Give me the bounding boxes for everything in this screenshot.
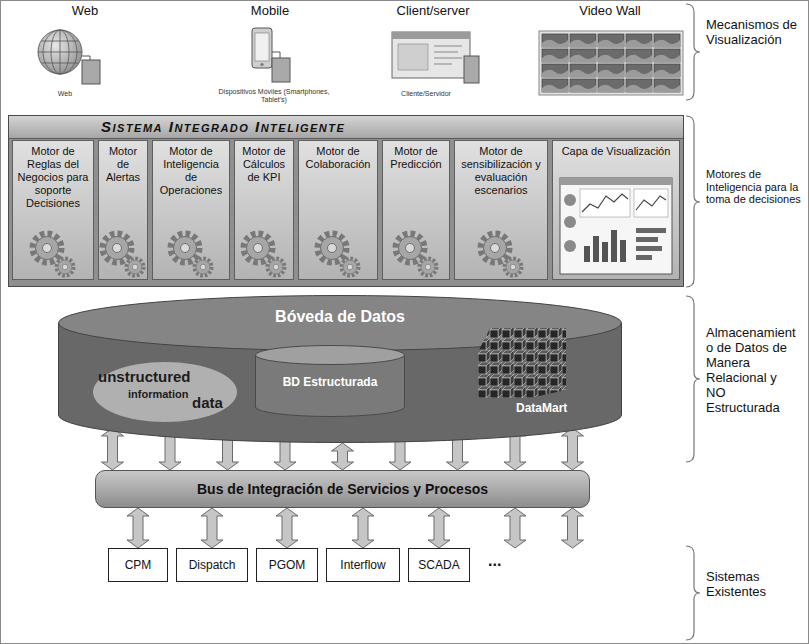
icon-caption: Cliente/Servidor (386, 90, 466, 98)
node-text: Motor de Inteligencia de Operaciones (153, 141, 229, 197)
channel-heading: Mobile (225, 4, 315, 19)
service-bus: Bus de Integración de Servicios y Proces… (95, 470, 590, 508)
system-box: SCADA (408, 548, 470, 582)
system-box: CPM (108, 548, 168, 582)
engine-box: Motor de Colaboración (298, 140, 378, 280)
word-cloud-word: data (192, 394, 223, 411)
node-text: Motor de Cálculos de KPI (235, 141, 293, 184)
icon-caption: Web (40, 90, 90, 98)
engine-box: Motor de Cálculos de KPI (234, 140, 294, 280)
client-server-icon (392, 32, 479, 83)
engine-box: Motor de sensibilización y evaluación es… (454, 140, 548, 280)
word-cloud-word: information (128, 388, 189, 401)
layer-note: Sistemas Existentes (706, 570, 798, 600)
system-box: Dispatch (176, 548, 248, 582)
node-text: Motor de Reglas del Negocios para soport… (13, 141, 93, 210)
channel-heading: Web (50, 4, 120, 19)
web-icon (38, 30, 100, 84)
datamart-label: DataMart (516, 402, 567, 416)
datamart-cubes (478, 328, 566, 398)
cylinder-top (256, 346, 405, 365)
cylinder-top (59, 296, 622, 351)
icon-caption: Dispositivos Móviles (Smartphones, Table… (212, 88, 336, 105)
double-block-arrow (201, 508, 223, 548)
node-text: Motor de Colaboración (299, 141, 377, 171)
word-cloud-word: unstructured (98, 368, 191, 385)
node-text: Motor de sensibilización y evaluación es… (455, 141, 547, 197)
node-text: Dispatch (177, 549, 247, 581)
system-box: Interflow (326, 548, 400, 582)
node-text: CPM (109, 549, 167, 581)
node-text: Capa de Visualización (553, 141, 679, 158)
double-block-arrow (428, 508, 450, 548)
channel-heading: Video Wall (555, 4, 665, 19)
double-block-arrow (332, 443, 354, 470)
double-block-arrow (127, 508, 149, 548)
node-text: SCADA (409, 549, 469, 581)
node-text: Bóveda de Datos (58, 295, 622, 326)
system-panel: Sistema Integrado InteligenteMotor de Re… (8, 115, 684, 287)
video-wall-icon (539, 31, 683, 95)
engine-box: Motor de Inteligencia de Operaciones (152, 140, 230, 280)
engine-box: Motor de Alertas (98, 140, 148, 280)
ellipsis: ... (488, 552, 501, 570)
engine-box: Motor de Predicción (382, 140, 450, 280)
database-cylinder: BD Estructurada (255, 345, 405, 417)
brackets (686, 4, 700, 640)
node-text: Sistema Integrado Inteligente (9, 116, 683, 139)
node-text: Motor de Predicción (383, 141, 449, 171)
word-cloud-patch (93, 362, 237, 422)
engine-box: Motor de Reglas del Negocios para soport… (12, 140, 94, 280)
gears (33, 234, 522, 276)
node-text: BD Estructurada (255, 345, 405, 389)
system-box: PGOM (256, 548, 318, 582)
layer-note: Almacenamiento de Datos de Manera Relaci… (706, 326, 798, 416)
double-block-arrow (276, 508, 298, 548)
double-block-arrow (352, 508, 374, 548)
layer-note: Motores de Inteligencia para la toma de … (706, 168, 802, 206)
node-text: Motor de Alertas (99, 141, 147, 184)
channel-heading: Client/server (378, 4, 488, 19)
node-text: Interflow (327, 549, 399, 581)
mobile-icon (252, 28, 290, 82)
layer-note: Mecanismos de Visualización (706, 18, 798, 48)
node-text: Bus de Integración de Servicios y Proces… (96, 471, 589, 507)
dashboard-thumbnail (560, 178, 672, 274)
node-text: PGOM (257, 549, 317, 581)
engine-box: Capa de Visualización (552, 140, 680, 280)
